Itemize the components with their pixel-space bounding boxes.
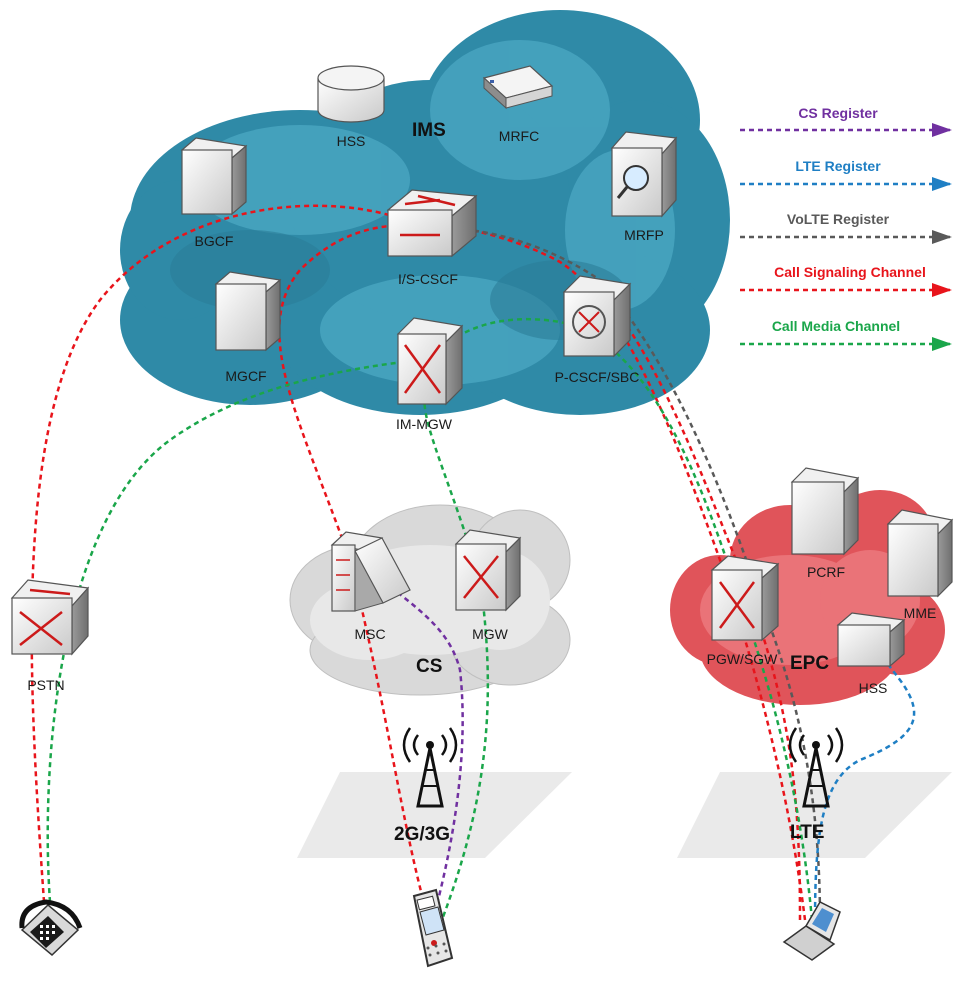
mgw-label: MGW bbox=[472, 626, 509, 642]
bgcf-node[interactable]: BGCF bbox=[180, 137, 248, 249]
switch-icon bbox=[386, 189, 478, 258]
cs-cloud-label: CS bbox=[416, 656, 442, 677]
pcscf-label: P-CSCF/SBC bbox=[555, 369, 640, 385]
server-icon bbox=[886, 509, 954, 598]
ran-lte-label: LTE bbox=[790, 822, 824, 843]
server-icon bbox=[180, 137, 248, 216]
iscscf-label: I/S-CSCF bbox=[398, 271, 458, 287]
hss-epc-label: HSS bbox=[859, 680, 888, 696]
volte-register-line bbox=[438, 223, 822, 921]
legend-item-volte-register: VoLTE Register bbox=[740, 211, 952, 244]
mgw-node[interactable]: MGW bbox=[454, 529, 522, 642]
pcrf-label: PCRF bbox=[807, 564, 845, 580]
server-icon bbox=[790, 467, 860, 556]
server-icon bbox=[610, 131, 678, 218]
lte-flip-phone[interactable] bbox=[782, 901, 841, 961]
switch-icon bbox=[454, 529, 522, 612]
switch-icon bbox=[396, 317, 464, 406]
legend-label: Call Signaling Channel bbox=[774, 264, 926, 280]
pcscf-node[interactable]: P-CSCF/SBC bbox=[555, 275, 640, 385]
mme-node[interactable]: MME bbox=[886, 509, 954, 621]
server-icon bbox=[214, 271, 282, 352]
mgcf-node[interactable]: MGCF bbox=[214, 271, 282, 384]
legend-label: LTE Register bbox=[795, 158, 881, 174]
pgw-node[interactable]: PGW/SGW bbox=[707, 555, 780, 667]
ran-2g3g-platform bbox=[297, 772, 572, 858]
switch-icon bbox=[10, 579, 90, 656]
legend: CS Register LTE Register VoLTE Register … bbox=[740, 105, 952, 351]
call-signaling-line-pstn bbox=[30, 204, 413, 903]
hss-ims-node[interactable]: HSS bbox=[317, 65, 385, 149]
legend-item-cs-register: CS Register bbox=[740, 105, 952, 137]
server-icon bbox=[836, 612, 906, 668]
pstn-node[interactable]: PSTN bbox=[10, 579, 90, 693]
ran-2g3g-label: 2G/3G bbox=[394, 824, 450, 845]
legend-item-lte-register: LTE Register bbox=[740, 158, 952, 191]
legend-item-call-signaling: Call Signaling Channel bbox=[740, 264, 952, 297]
msc-label: MSC bbox=[354, 626, 385, 642]
call-media-line-lte bbox=[437, 317, 814, 921]
antenna-tower-icon bbox=[788, 727, 844, 808]
legend-label: CS Register bbox=[798, 105, 878, 121]
mrfp-label: MRFP bbox=[624, 227, 664, 243]
desk-phone-icon bbox=[19, 899, 83, 957]
pgw-label: PGW/SGW bbox=[707, 651, 779, 667]
flip-phone-icon bbox=[782, 901, 841, 961]
database-icon bbox=[317, 65, 385, 123]
bgcf-label: BGCF bbox=[195, 233, 234, 249]
switch-icon bbox=[710, 555, 780, 642]
mrfc-node[interactable]: MRFC bbox=[482, 65, 554, 144]
epc-cloud-label: EPC bbox=[790, 653, 829, 674]
legend-item-call-media: Call Media Channel bbox=[740, 318, 952, 351]
mrfp-node[interactable]: MRFP bbox=[610, 131, 678, 243]
ims-cloud-label: IMS bbox=[412, 120, 446, 141]
immgw-label: IM-MGW bbox=[396, 416, 453, 432]
pcrf-node[interactable]: PCRF bbox=[790, 467, 860, 580]
ran-lte-platform bbox=[677, 772, 952, 858]
legend-label: Call Media Channel bbox=[772, 318, 900, 334]
mme-label: MME bbox=[904, 605, 937, 621]
iscscf-node[interactable]: I/S-CSCF bbox=[386, 189, 478, 287]
router-icon bbox=[562, 275, 632, 358]
mgcf-label: MGCF bbox=[225, 368, 266, 384]
server-icon bbox=[330, 531, 411, 612]
mobile-phone-icon bbox=[412, 888, 454, 968]
call-signaling-line-cs bbox=[278, 223, 432, 926]
call-media-line-pstn bbox=[46, 358, 421, 903]
desk-phone[interactable] bbox=[19, 899, 83, 957]
call-media-line-cs bbox=[423, 394, 490, 926]
msc-node[interactable]: MSC bbox=[330, 531, 411, 642]
legend-label: VoLTE Register bbox=[787, 211, 890, 227]
mrfc-label: MRFC bbox=[499, 128, 539, 144]
cs-mobile-phone[interactable] bbox=[412, 888, 454, 968]
pstn-label: PSTN bbox=[27, 677, 64, 693]
immgw-node[interactable]: IM-MGW bbox=[396, 317, 464, 432]
call-signaling-line-lte bbox=[439, 223, 807, 921]
antenna-tower-icon bbox=[402, 727, 458, 808]
server-icon bbox=[482, 65, 554, 110]
tower-2g3g: 2G/3G bbox=[394, 727, 458, 845]
tower-lte: LTE bbox=[788, 727, 844, 843]
cs-register-line bbox=[373, 573, 464, 931]
hss-epc-node[interactable]: HSS bbox=[836, 612, 906, 696]
hss-ims-label: HSS bbox=[337, 133, 366, 149]
